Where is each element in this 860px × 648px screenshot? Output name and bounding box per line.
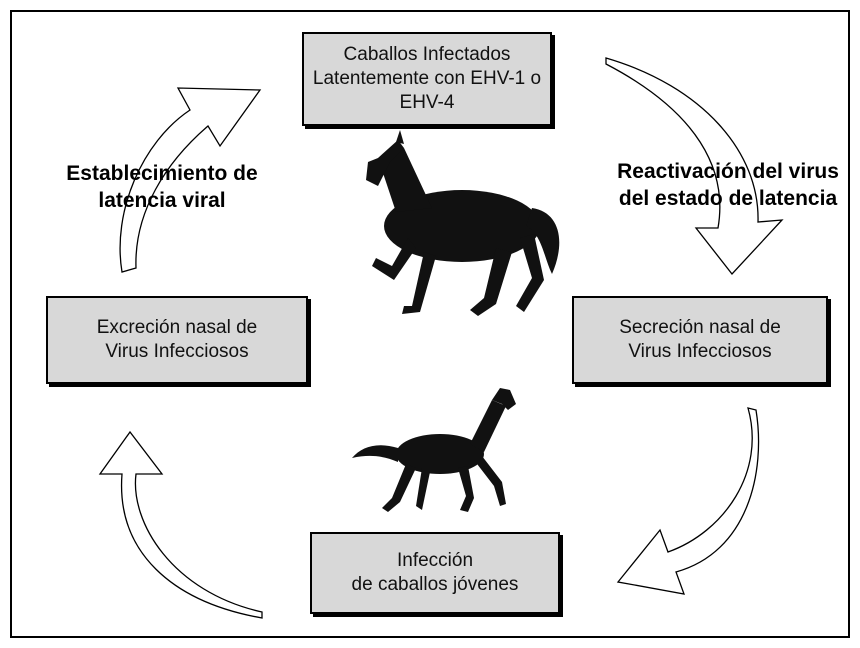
arrow-right-bottom [616, 407, 760, 595]
box-latently-infected-horses: Caballos Infectados Latentemente con EHV… [302, 32, 552, 126]
label-latency-establishment: Establecimiento de latencia viral [32, 160, 292, 215]
label-left-line-2: latencia viral [98, 189, 226, 213]
diagram-graphics [98, 57, 784, 619]
label-right-line-2: del estado de latencia [618, 187, 838, 211]
box-top-line-2: Latentemente con EHV-1 o [312, 68, 542, 90]
box-nasal-secretion: Secreción nasal de Virus Infecciosos [572, 296, 828, 384]
foal-illustration [352, 388, 516, 512]
box-young-horse-infection: Infección de caballos jóvenes [310, 532, 560, 614]
label-virus-reactivation: Reactivación del virus del estado de lat… [598, 158, 848, 213]
adult-horse-illustration [366, 130, 560, 316]
arrow-bottom-left [98, 430, 263, 619]
box-nasal-excretion: Excreción nasal de Virus Infecciosos [46, 296, 308, 384]
label-left-line-1: Establecimiento de [66, 162, 258, 185]
box-bottom-line-1: Infección [396, 550, 474, 572]
arrow-left-top [119, 87, 262, 273]
box-top-line-1: Caballos Infectados [343, 44, 511, 66]
label-right-line-1: Reactivación del virus [617, 160, 839, 183]
box-right-line-2: Virus Infecciosos [628, 341, 772, 362]
box-left-line-2: Virus Infecciosos [105, 341, 249, 362]
box-top-line-3: EHV-4 [399, 91, 455, 113]
box-bottom-line-2: de caballos jóvenes [351, 574, 519, 595]
diagram-frame: Caballos Infectados Latentemente con EHV… [10, 10, 850, 638]
box-right-line-1: Secreción nasal de [619, 317, 781, 339]
arrow-top-right [605, 57, 784, 276]
box-left-line-1: Excreción nasal de [96, 317, 258, 339]
